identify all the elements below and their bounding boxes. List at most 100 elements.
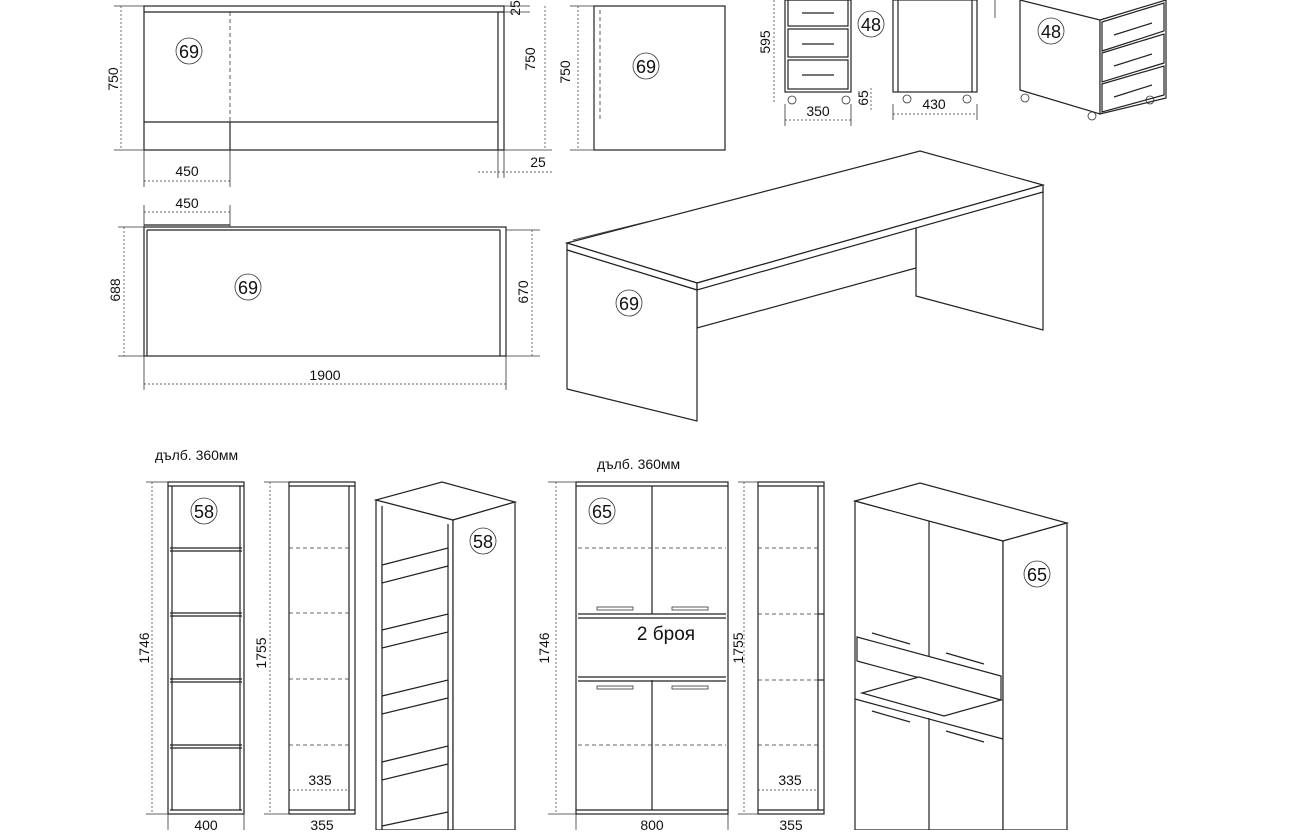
bookcase-iso-tag-circle xyxy=(469,527,497,555)
depth-note-left: дълб. 360мм xyxy=(155,447,238,463)
pedestal-wheel-icon xyxy=(1145,95,1155,105)
bookcase-side-outline xyxy=(288,481,356,815)
cabinet-iso-open-shelf xyxy=(859,676,1004,717)
cabinet-front-tag-circle xyxy=(588,497,616,525)
dim-desk-front-leg-width: 450 xyxy=(175,163,199,179)
pedestal-front-tag: 48 xyxy=(861,15,881,35)
cabinet-iso-handle-icon xyxy=(871,632,911,645)
pedestal-front-outline xyxy=(784,0,852,93)
dim-desk-side-height-right: 750 xyxy=(557,60,573,84)
pedestal-iso-drawer-3 xyxy=(1101,65,1165,113)
desk-iso-tag: 69 xyxy=(619,294,639,314)
desk-front-outline xyxy=(143,5,505,151)
dim-desk-side-panel: 25 xyxy=(530,154,546,170)
pedestal-iso-handle-icon xyxy=(1113,84,1153,98)
pedestal-iso-drawer-1 xyxy=(1101,2,1165,52)
dim-desk-top-width: 450 xyxy=(175,195,199,211)
pedestal-iso-handle-icon xyxy=(1113,53,1153,67)
bookcase-front-view: дълб. 360мм 58 1746 400 xyxy=(136,447,245,833)
desk-iso-left-leg xyxy=(566,249,698,422)
pedestal-wheel-icon xyxy=(787,95,797,105)
pedestal-iso-tag-circle xyxy=(1037,17,1065,45)
desk-iso-return-edge xyxy=(572,220,651,241)
dim-cabinet-width: 800 xyxy=(640,817,664,830)
bookcase-iso-shelf xyxy=(381,745,449,781)
dim-bookcase-width: 400 xyxy=(194,817,218,830)
cabinet-front-outline xyxy=(575,481,729,815)
dim-cabinet-height: 1746 xyxy=(536,632,552,663)
desk-side-view: 69 750 xyxy=(557,5,726,151)
pedestal-drawer-3 xyxy=(787,59,849,90)
bookcase-iso-shelf xyxy=(381,613,449,649)
cabinet-front-tag: 65 xyxy=(592,502,612,522)
pedestal-wheel-icon xyxy=(902,94,912,104)
pedestal-iso-tag: 48 xyxy=(1041,22,1061,42)
dim-desk-top-height-left: 688 xyxy=(107,278,123,302)
dim-pedestal-width: 350 xyxy=(806,103,830,119)
cabinet-handle-icon xyxy=(596,685,634,690)
cabinet-handle-icon xyxy=(671,685,709,690)
pedestal-drawer-1 xyxy=(787,0,849,27)
dim-pedestal-depth: 430 xyxy=(922,96,946,112)
pedestal-iso-drawer-2 xyxy=(1101,33,1165,83)
desk-iso-tag-circle xyxy=(615,289,643,317)
cabinet-handle-icon xyxy=(596,606,634,611)
dim-bookcase-side-depth: 355 xyxy=(310,817,334,830)
dim-desk-front-height: 750 xyxy=(105,67,121,91)
cabinet-side-outline xyxy=(757,481,825,815)
dim-cabinet-side-inner: 335 xyxy=(778,772,802,788)
dim-desk-side-height: 750 xyxy=(522,47,538,71)
desk-front-tag-circle xyxy=(175,37,203,65)
pedestal-iso-view: 48 xyxy=(1019,0,1167,121)
pedestal-front-tag-circle xyxy=(857,10,885,38)
bookcase-iso-tag: 58 xyxy=(473,532,493,552)
dim-desk-top-length: 1900 xyxy=(309,367,340,383)
cabinet-front-view: дълб. 360мм 2 броя 65 1746 800 xyxy=(536,456,729,833)
bookcase-front-tag: 58 xyxy=(194,502,214,522)
desk-top-tag-circle xyxy=(234,273,262,301)
desk-top-outline xyxy=(143,226,507,357)
bookcase-iso-shelf xyxy=(381,679,449,715)
pedestal-wheel-icon xyxy=(841,95,851,105)
cabinet-qty-note: 2 броя xyxy=(637,624,695,645)
cabinet-handle-icon xyxy=(671,606,709,611)
desk-top-view: 450 69 688 670 1900 xyxy=(107,195,540,390)
dim-pedestal-wheel: 65 xyxy=(855,90,871,106)
desk-side-outline xyxy=(593,5,726,151)
pedestal-front-view: 48 595 350 65 xyxy=(757,0,885,126)
cabinet-iso-handle-icon xyxy=(871,710,911,723)
cabinet-iso-handle-icon xyxy=(945,652,985,665)
bookcase-iso-shelf xyxy=(381,547,449,584)
pedestal-wheel-icon xyxy=(1087,111,1097,121)
cabinet-iso-view: 65 xyxy=(852,482,1070,831)
pedestal-iso-handle-icon xyxy=(1113,22,1153,36)
dim-desk-top-height-right: 670 xyxy=(515,280,531,304)
dim-pedestal-height: 595 xyxy=(757,30,773,54)
dim-cabinet-side-height: 1755 xyxy=(730,632,746,663)
dim-bookcase-side-height: 1755 xyxy=(253,637,269,668)
desk-side-tag: 69 xyxy=(636,57,656,77)
cabinet-iso-handle-icon xyxy=(945,730,985,743)
depth-note-right: дълб. 360мм xyxy=(597,456,680,472)
desk-iso-view: 69 xyxy=(564,150,1046,422)
bookcase-front-tag-circle xyxy=(190,497,218,525)
desk-side-tag-circle xyxy=(632,52,660,80)
desk-top-tag: 69 xyxy=(238,278,258,298)
dim-bookcase-height: 1746 xyxy=(136,632,152,663)
pedestal-side-outline xyxy=(892,0,978,93)
bookcase-iso-view: 58 xyxy=(373,481,518,831)
pedestal-iso-side xyxy=(1019,0,1101,115)
dim-bookcase-side-inner: 335 xyxy=(308,772,332,788)
pedestal-wheel-icon xyxy=(1020,93,1030,103)
pedestal-wheel-icon xyxy=(962,94,972,104)
pedestal-drawer-2 xyxy=(787,28,849,58)
dim-desk-front-top-thickness: 25 xyxy=(507,0,523,16)
desk-front-view: 69 750 450 25 750 25 xyxy=(105,0,552,187)
cabinet-side-view: 1755 335 355 xyxy=(730,481,825,833)
dim-cabinet-side-depth: 355 xyxy=(779,817,803,830)
bookcase-side-view: 1755 335 355 xyxy=(253,481,356,833)
pedestal-side-view: 430 xyxy=(892,0,996,120)
desk-iso-top-edge-front xyxy=(696,184,1044,291)
desk-front-tag: 69 xyxy=(179,42,199,62)
